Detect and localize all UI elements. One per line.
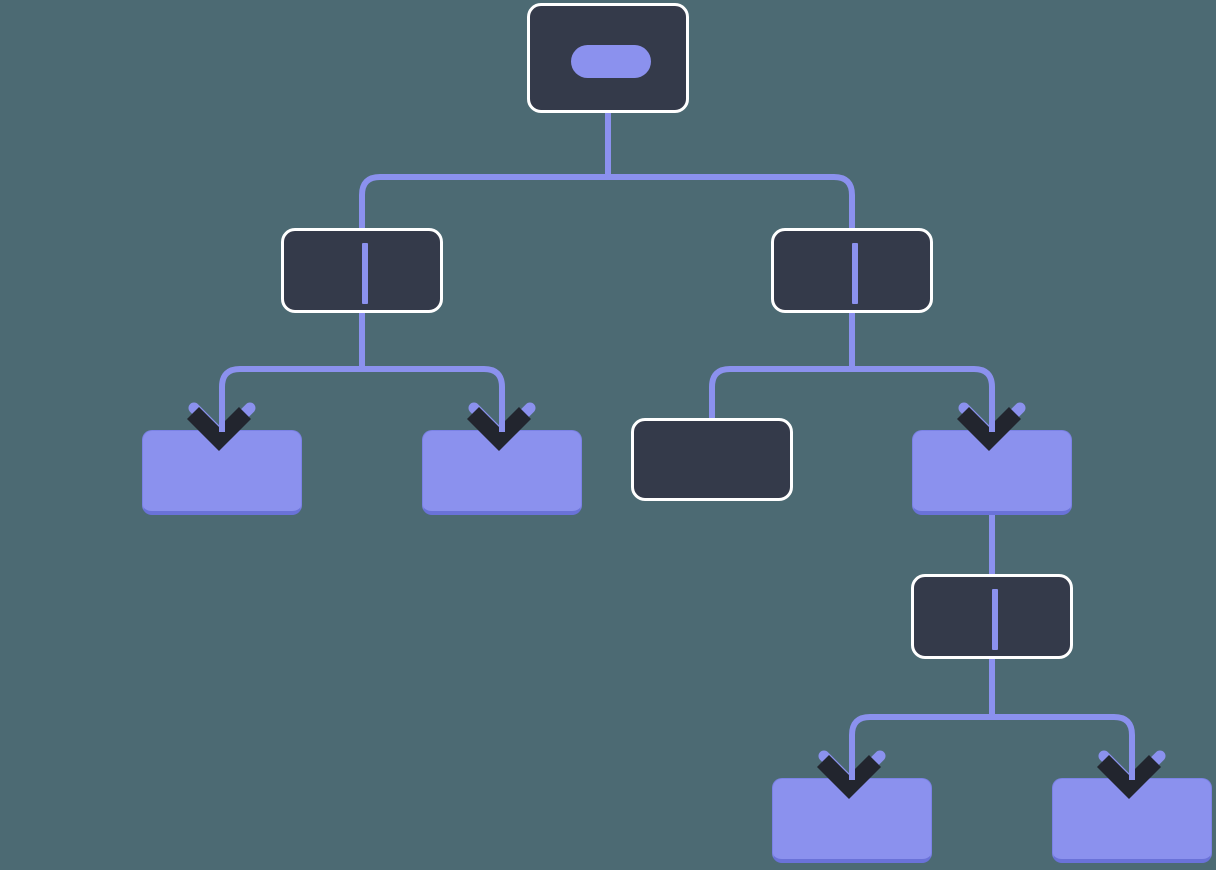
node-mid-right[interactable] — [771, 228, 933, 313]
passthrough-line — [362, 243, 368, 304]
node-leaf-4[interactable] — [912, 430, 1072, 515]
node-dark-3[interactable] — [631, 418, 793, 501]
rounded-pill-shape — [571, 45, 651, 78]
node-root[interactable] — [527, 3, 689, 113]
passthrough-line — [852, 243, 858, 304]
node-leaf-6[interactable] — [1052, 778, 1212, 863]
node-leaf-2[interactable] — [422, 430, 582, 515]
passthrough-line — [992, 589, 998, 650]
node-leaf-1[interactable] — [142, 430, 302, 515]
node-leaf-5[interactable] — [772, 778, 932, 863]
node-mid-left[interactable] — [281, 228, 443, 313]
node-dark-deep[interactable] — [911, 574, 1073, 659]
